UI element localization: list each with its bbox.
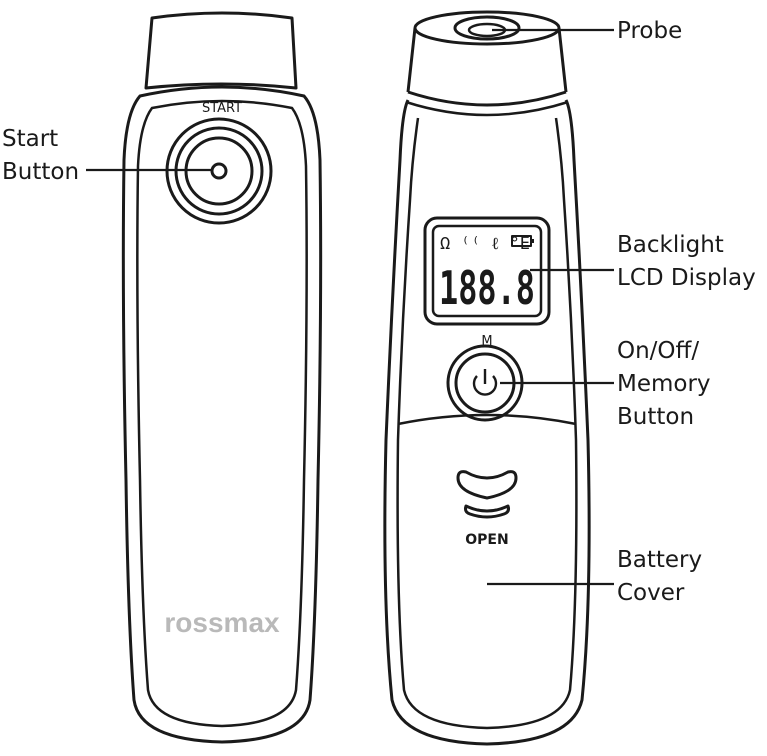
battery-cover	[397, 413, 577, 426]
callout-start-line2: Button	[2, 159, 79, 185]
callout-onoff-line1: On/Off/	[617, 338, 699, 364]
callout-battery-line1: Battery	[617, 547, 702, 573]
left-body-inner	[136, 99, 308, 728]
left-body-outer	[121, 85, 323, 744]
open-icon	[456, 470, 518, 500]
probe-rim-lower	[405, 100, 569, 117]
callout-battery-line2: Cover	[617, 580, 685, 606]
callout-probe-line1: Probe	[617, 18, 682, 44]
lcd-digits: 188.8	[439, 261, 535, 315]
open-label: OPEN	[465, 532, 508, 548]
power-icon	[472, 369, 498, 396]
callout-onoff-line2: Memory	[617, 371, 711, 397]
probe-cylinder	[406, 27, 568, 93]
start-button-dot	[210, 162, 228, 180]
brand-logo: rossmax	[164, 607, 280, 638]
open-icon-lower	[464, 504, 510, 519]
probe-rim	[407, 90, 567, 107]
battery-icon-tip	[531, 239, 534, 243]
lcd-icons: Ω ⁽⁽ ℓ °E	[440, 234, 530, 254]
right-body-inner	[396, 117, 578, 730]
callout-battery: Battery Cover	[487, 547, 702, 606]
callout-lcd-line2: LCD Display	[617, 265, 756, 291]
left-thermometer: START rossmax	[121, 11, 323, 744]
callout-onoff-line3: Button	[617, 404, 694, 430]
callout-probe: Probe	[492, 18, 682, 44]
mode-label: M	[481, 334, 492, 349]
callout-lcd-line1: Backlight	[617, 232, 724, 258]
callout-start-button: Start Button	[2, 126, 211, 185]
start-label: START	[202, 101, 242, 116]
right-body-outer	[383, 99, 591, 746]
probe-tip-outer	[453, 15, 521, 41]
right-thermometer: Ω ⁽⁽ ℓ °E 188.8 M OPEN	[383, 10, 591, 746]
left-probe-cap	[144, 11, 298, 90]
callout-onoff: On/Off/ Memory Button	[500, 338, 711, 430]
callout-lcd: Backlight LCD Display	[530, 232, 756, 291]
callout-start-line1: Start	[2, 126, 58, 152]
